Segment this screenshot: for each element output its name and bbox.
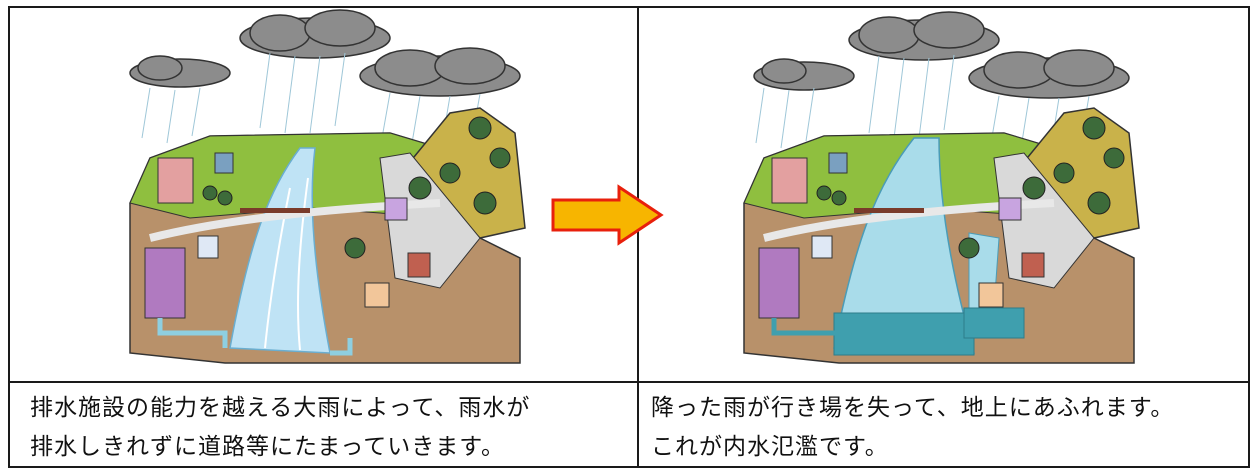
rain-clouds [753, 11, 1130, 99]
caption-line: 排水しきれずに道路等にたまっていきます。 [30, 434, 505, 460]
after-flood-illustration [639, 8, 1248, 381]
column-divider [637, 8, 639, 466]
rain-clouds [129, 9, 521, 97]
before-flood-illustration [10, 8, 637, 381]
caption-line: これが内水氾濫です。 [651, 434, 889, 460]
caption-line: 降った雨が行き場を失って、地上にあふれます。 [651, 395, 1175, 421]
before-caption: 排水施設の能力を越える大雨によって、雨水が 排水しきれずに道路等にたまっていきま… [10, 385, 637, 465]
right-arrow-icon [551, 184, 664, 246]
caption-line: 排水施設の能力を越える大雨によって、雨水が [30, 395, 531, 421]
after-caption: 降った雨が行き場を失って、地上にあふれます。 これが内水氾濫です。 [639, 385, 1248, 465]
comparison-table: 排水施設の能力を越える大雨によって、雨水が 排水しきれずに道路等にたまっていきま… [8, 6, 1250, 468]
row-divider [10, 381, 1248, 383]
